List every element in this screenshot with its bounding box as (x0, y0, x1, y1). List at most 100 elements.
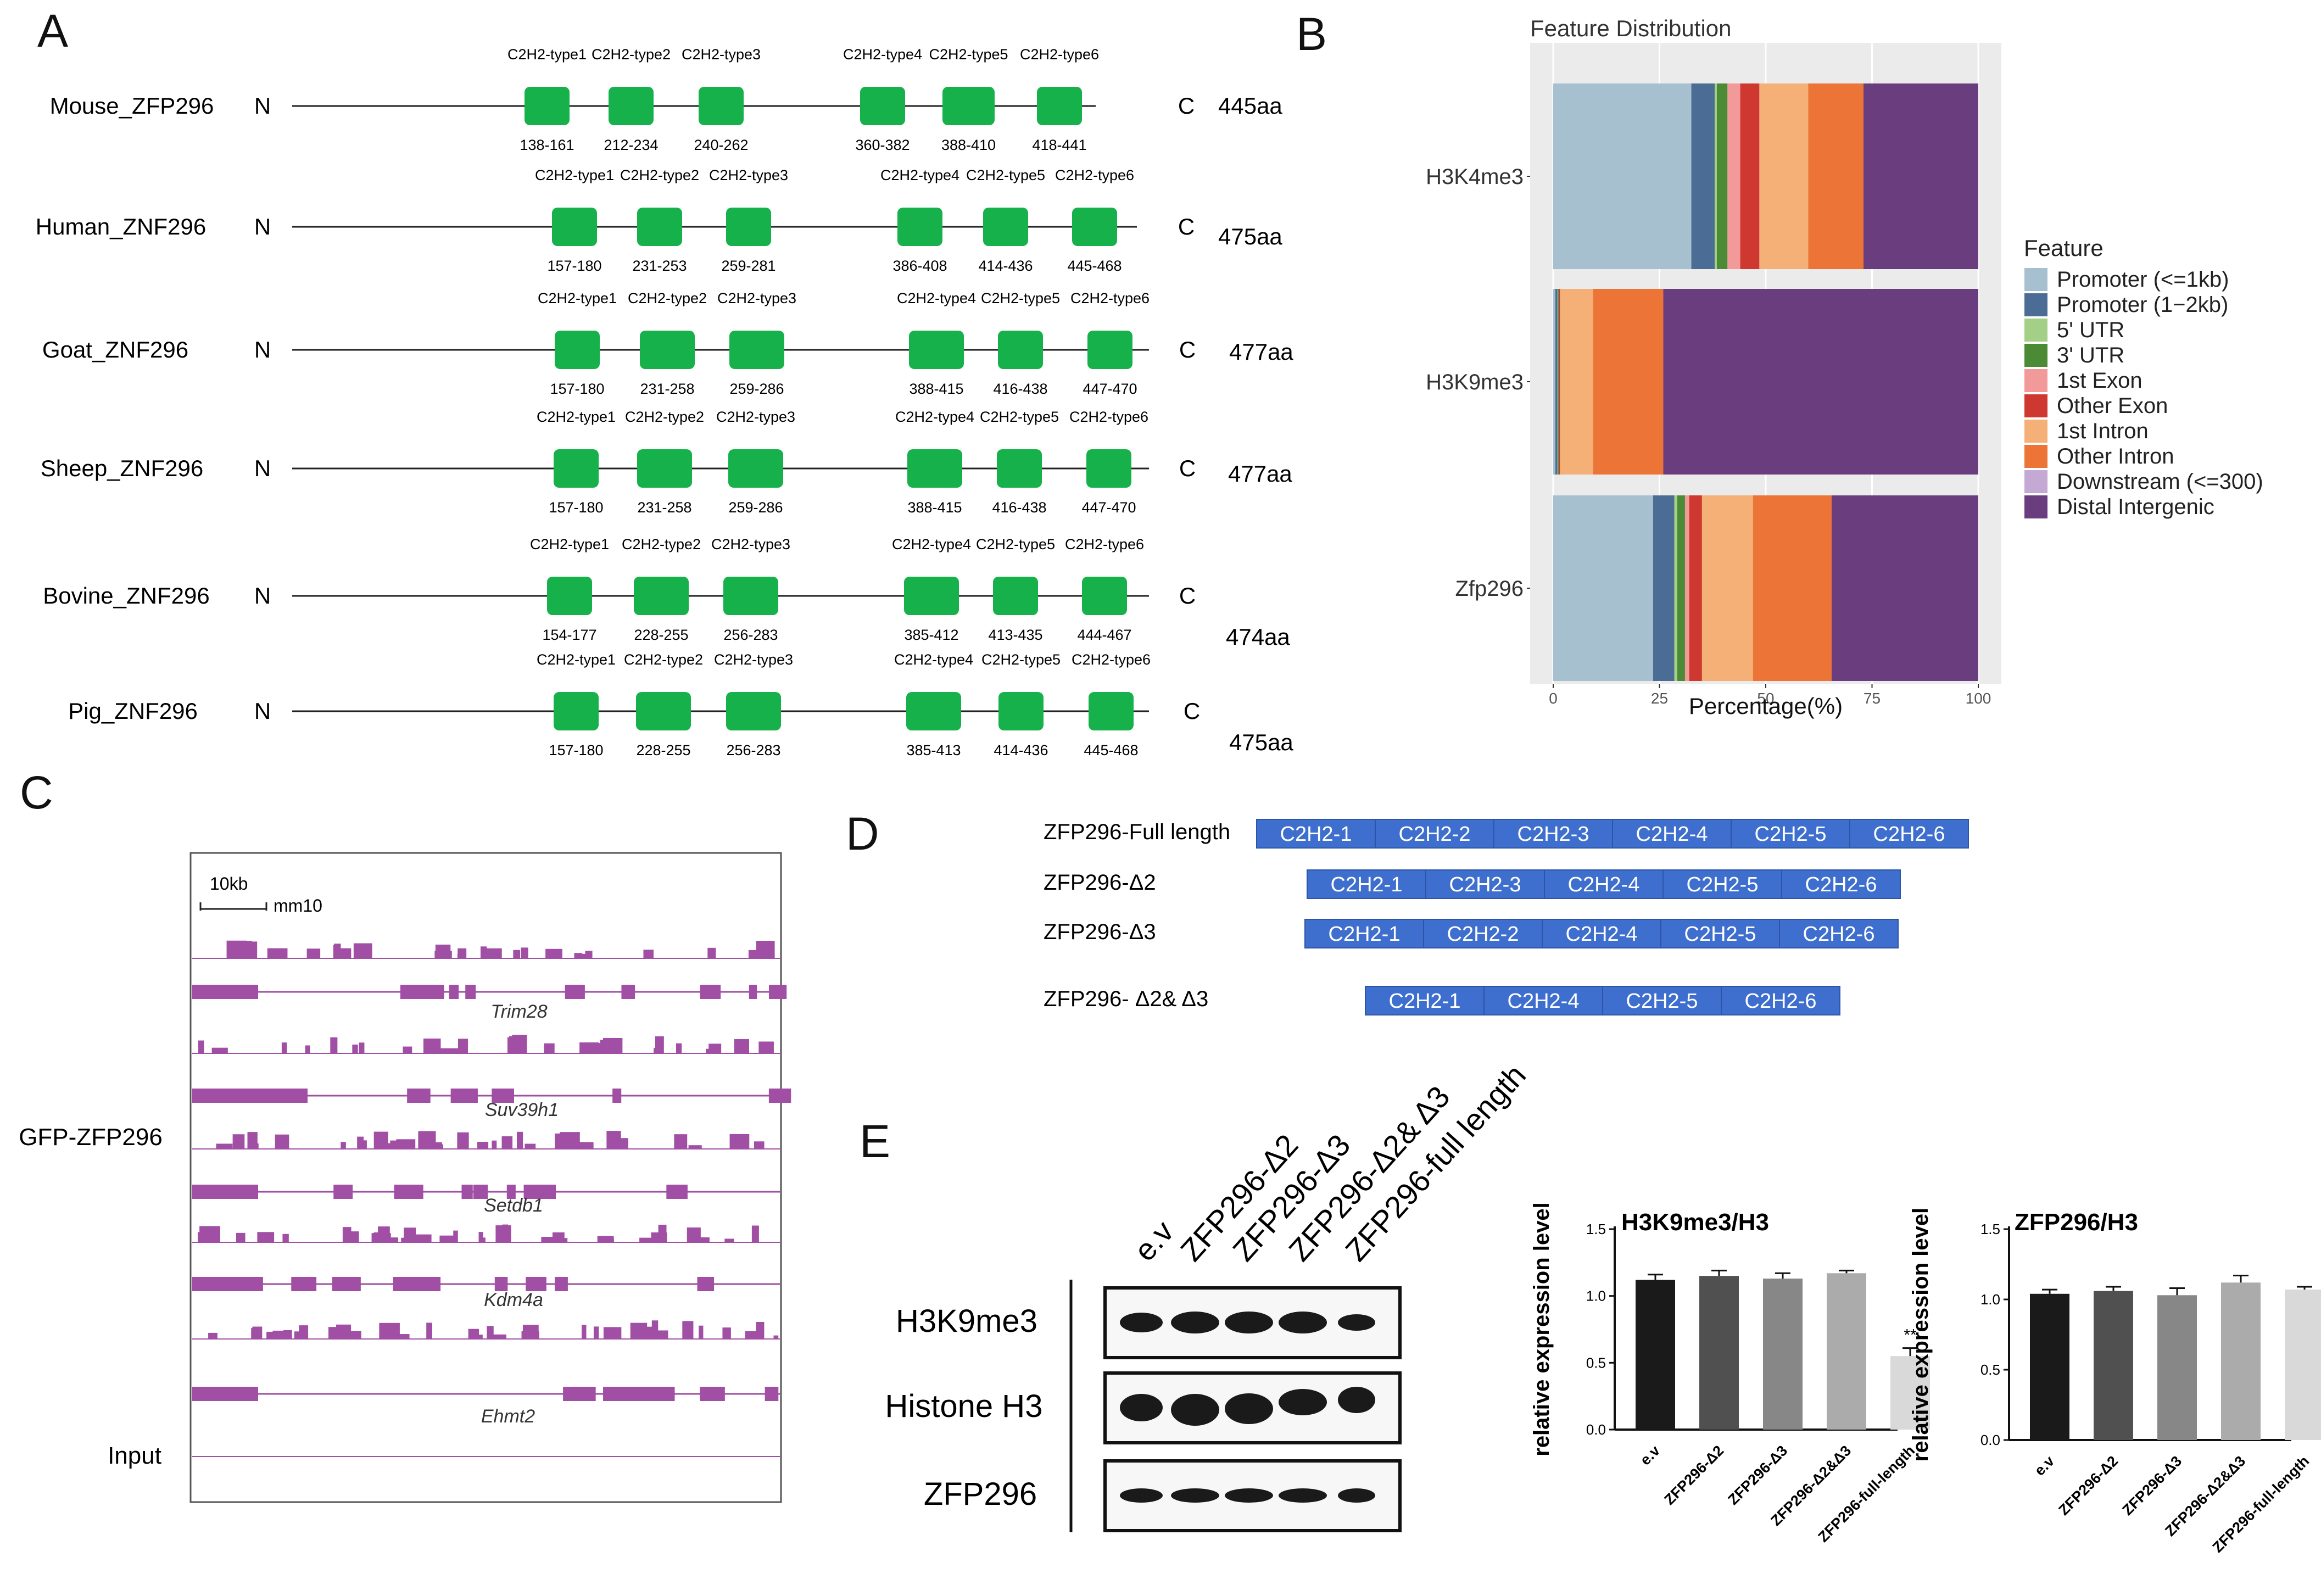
domain-label: C2H2-type6 (1072, 651, 1151, 668)
gene-exon (700, 985, 721, 999)
chart-title: H3K9me3/H3 (1621, 1209, 1769, 1236)
legend-swatch (2024, 268, 2047, 291)
legend-label: Other Intron (2057, 444, 2174, 468)
protein-band (1279, 1312, 1327, 1333)
domain-label: C2H2-type5 (980, 409, 1059, 425)
x-tick-label: 50 (1757, 690, 1774, 707)
domain-label: C2H2-type4 (895, 409, 974, 425)
domain-label: C2H2-type2 (625, 409, 704, 425)
domain-range: 414-436 (994, 742, 1048, 758)
signal-peak (602, 1037, 623, 1053)
x-tick-label: e.v (1637, 1442, 1663, 1469)
zinc-finger-domain-box (554, 692, 599, 730)
bar-segment (1677, 495, 1685, 681)
signal-peak (243, 941, 252, 958)
chart-title: Feature Distribution (1530, 15, 1732, 41)
bar-segment (1740, 83, 1760, 269)
domain-range: 418-441 (1032, 137, 1086, 153)
signal-peak (708, 1043, 722, 1053)
n-terminus-label: N (254, 455, 271, 481)
protein-band (1120, 1488, 1163, 1503)
domain-label: C2H2-type4 (843, 46, 922, 63)
gene-exon (473, 1185, 488, 1199)
legend-swatch (2024, 319, 2047, 342)
chip-signal-track (192, 1035, 780, 1054)
domain-label: C2H2-type5 (966, 167, 1045, 183)
n-terminus-label: N (254, 214, 271, 239)
zinc-finger-domain-box (993, 577, 1038, 615)
gene-exon (450, 1089, 478, 1103)
signal-peak (758, 1041, 774, 1053)
c2h2-domain-label: C2H2-1 (1331, 873, 1403, 896)
zinc-finger-domain-box (997, 449, 1042, 488)
signal-peak (281, 1042, 287, 1053)
signal-peak (555, 1133, 571, 1149)
signal-peak (341, 1142, 346, 1149)
blot-label: ZFP296 (924, 1476, 1037, 1512)
legend-label: 5' UTR (2057, 318, 2124, 342)
protein-band (1171, 1394, 1219, 1426)
zinc-finger-domain-box (726, 208, 771, 246)
gene-exon (192, 1185, 258, 1199)
zinc-finger-domain-box (547, 577, 592, 615)
domain-range: 259-286 (728, 499, 783, 516)
bar (2221, 1282, 2261, 1440)
signal-peak (411, 1234, 432, 1242)
bar (1763, 1279, 1803, 1430)
bar-segment (1701, 495, 1753, 681)
domain-label: C2H2-type5 (981, 290, 1060, 306)
domain-range: 157-180 (549, 742, 603, 758)
panel-letter-c: C (20, 767, 53, 818)
domain-label: C2H2-type6 (1020, 46, 1099, 63)
signal-peak (330, 1037, 338, 1053)
signal-peak (513, 950, 521, 958)
domain-label: C2H2-type2 (620, 167, 699, 183)
panel-c-genome-browser: 10kbmm10GFP-ZFP296InputTrim28Suv39h1Setd… (19, 852, 791, 1503)
y-tick-label: 1.0 (1586, 1288, 1606, 1304)
x-tick-label: ZFP296-Δ3 (1725, 1442, 1790, 1508)
signal-peak (453, 1230, 458, 1242)
x-tick-label: 75 (1864, 690, 1881, 707)
signal-peak (517, 1131, 523, 1149)
zinc-finger-domain-box (729, 331, 784, 369)
bar-segment (1593, 289, 1664, 475)
c2h2-domain-box (1660, 919, 1780, 948)
bar-segment (1808, 83, 1864, 269)
species-name: Goat_ZNF296 (42, 337, 188, 362)
c2h2-domain-label: C2H2-2 (1399, 823, 1471, 846)
c2h2-domain-label: C2H2-5 (1626, 990, 1698, 1013)
domain-label: C2H2-type6 (1070, 290, 1150, 306)
bar (2094, 1291, 2133, 1440)
signal-peak (457, 1132, 469, 1149)
signal-peak (585, 951, 593, 958)
signal-peak (198, 1232, 214, 1242)
legend-label: 1st Intron (2057, 419, 2149, 443)
gene-exon (394, 1185, 423, 1199)
signal-peak (216, 1143, 233, 1149)
c2h2-domain-label: C2H2-3 (1517, 823, 1589, 846)
panel-letter-d: D (846, 808, 879, 860)
domain-range: 231-258 (637, 499, 691, 516)
domain-label: C2H2-type1 (535, 167, 614, 183)
signal-peak (512, 1035, 527, 1053)
domain-range: 256-283 (726, 742, 780, 758)
gene-exon (419, 1089, 431, 1103)
gene-exon (523, 1185, 537, 1199)
signal-peak (357, 1136, 364, 1149)
gene-exon (192, 1387, 258, 1401)
bar (1890, 1356, 1930, 1430)
signal-peak (275, 1134, 289, 1149)
signal-peak (252, 1326, 263, 1339)
domain-range: 157-180 (550, 381, 604, 397)
signal-peak (751, 1225, 759, 1242)
gene-exon (333, 1185, 353, 1199)
domain-label: C2H2-type6 (1069, 409, 1148, 425)
zinc-finger-domain-box (699, 87, 744, 125)
species-name: Pig_ZNF296 (68, 698, 198, 724)
